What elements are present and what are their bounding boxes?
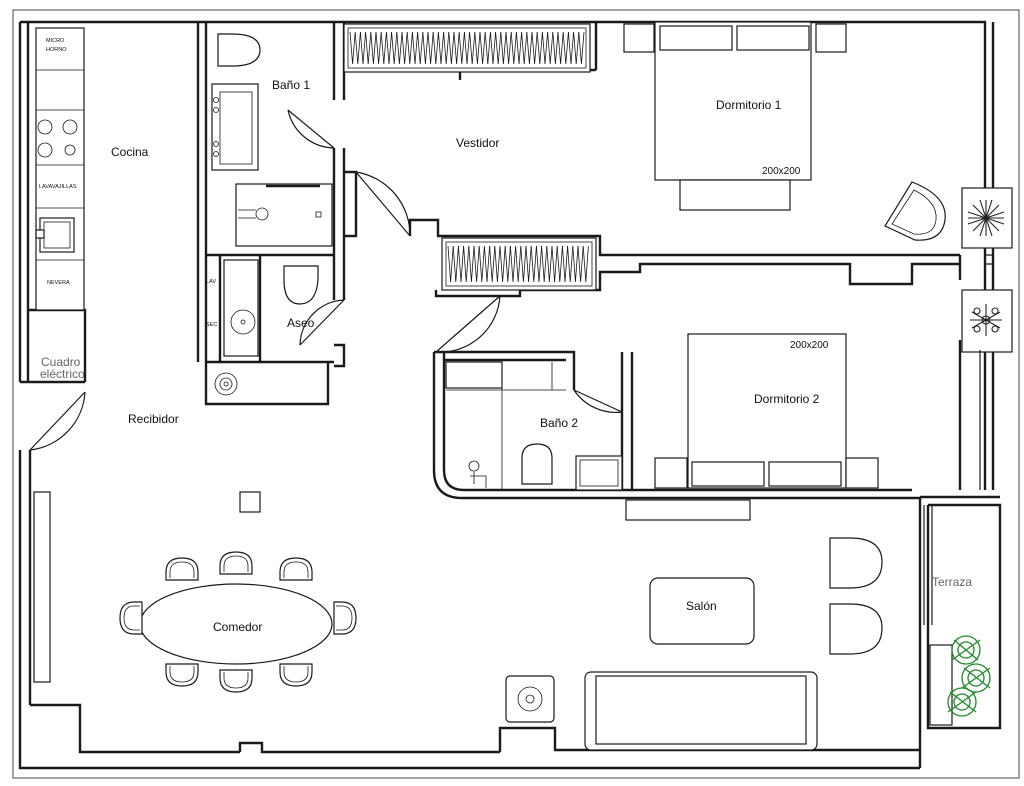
label-cuadro: Cuadro — [41, 355, 81, 369]
drawing-frame — [12, 9, 1020, 779]
armchair-dorm1 — [884, 181, 946, 241]
label-terraza: Terraza — [932, 575, 972, 589]
bano2-fixtures — [445, 361, 623, 491]
washer-label: LAV — [206, 279, 216, 285]
door-bano2 — [573, 389, 623, 413]
wardrobe-top — [343, 23, 591, 73]
door-bano1 — [287, 109, 335, 149]
bed2-size: 200x200 — [790, 340, 829, 351]
kitchen-counter — [35, 27, 85, 311]
label-vestidor: Vestidor — [456, 136, 499, 150]
window-right — [979, 254, 993, 490]
door-aseo — [299, 299, 345, 346]
terrace — [923, 505, 991, 726]
bed1-size: 200x200 — [762, 166, 801, 177]
doors — [29, 109, 623, 451]
door-entrance — [29, 391, 86, 451]
label-recibidor: Recibidor — [128, 412, 179, 426]
plant-box-2 — [961, 289, 1013, 353]
label-aseo: Aseo — [287, 316, 315, 330]
door-corridor — [435, 295, 501, 353]
door-vestidor — [355, 171, 411, 237]
living-furniture — [33, 491, 883, 751]
label-comedor: Comedor — [213, 620, 262, 634]
bed-2 — [654, 333, 879, 489]
dryer-label: SEC — [206, 322, 217, 328]
label-bano1: Baño 1 — [272, 78, 310, 92]
dining-set — [119, 551, 357, 693]
label-dormitorio1: Dormitorio 1 — [716, 98, 782, 112]
label-electrico: eléctrico — [40, 367, 85, 381]
plant-box-1 — [961, 187, 1013, 249]
wardrobe-middle — [441, 237, 597, 291]
aseo-fixtures — [214, 259, 319, 396]
label-dormitorio2: Dormitorio 2 — [754, 392, 820, 406]
fridge-label: NEVERA — [47, 280, 70, 286]
microwave-label-1: MICRO — [46, 38, 65, 44]
label-bano2: Baño 2 — [540, 416, 578, 430]
dishwasher-label: LAVAVAJILLAS — [39, 184, 77, 190]
label-salon: Salón — [686, 599, 717, 613]
exterior-walls — [18, 20, 1002, 770]
bano1-fixtures — [211, 33, 333, 247]
label-cocina: Cocina — [111, 145, 149, 159]
bed-1 — [623, 21, 847, 211]
microwave-label-2: HORNO — [46, 47, 67, 53]
